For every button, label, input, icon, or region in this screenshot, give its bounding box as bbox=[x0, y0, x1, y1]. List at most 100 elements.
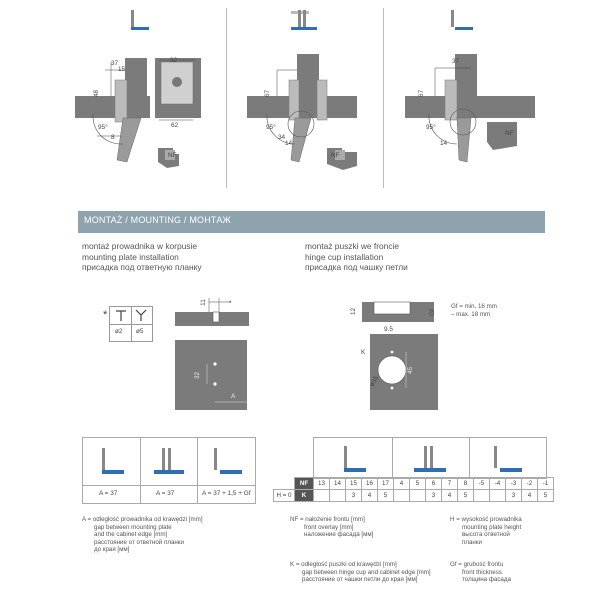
legend-k-line: gap between hinge cup and cabinet edge [… bbox=[302, 568, 431, 576]
gf-note-line1: Gf = min. 16 mm bbox=[451, 303, 497, 310]
plate-side-view bbox=[175, 298, 249, 326]
left-table: A = 37 A = 37 A = 37 + 1,5 + Gf bbox=[82, 437, 256, 504]
k-cell: 3 bbox=[345, 489, 362, 502]
legend-nf-line: наложение фасада [мм] bbox=[304, 531, 374, 539]
legend-a-line: gap between mounting plate bbox=[94, 523, 172, 531]
hinge-diagram-inset bbox=[405, 54, 535, 163]
legend-gf-line: front thickness bbox=[462, 568, 502, 576]
legend-k-line: K = odległość puszki od krawędzi [mm] bbox=[290, 561, 397, 568]
star-note: * bbox=[103, 309, 108, 321]
nf-cell: -3 bbox=[505, 477, 522, 490]
d3-label-deg: 95° bbox=[426, 124, 436, 131]
right-heading-pl: montaż puszki we froncie bbox=[305, 241, 400, 251]
screw-icon-box: ø2 ø5 bbox=[109, 306, 153, 342]
legend-nf-line: front overlay [mm] bbox=[304, 523, 354, 531]
legend-gf-line: толщина фасада bbox=[462, 576, 511, 584]
diameter-2: ø2 bbox=[115, 328, 123, 335]
cup-label-95: 9.5 bbox=[384, 326, 393, 333]
cup-label-k: K bbox=[361, 349, 366, 356]
cup-side-view bbox=[362, 301, 434, 322]
left-table-a1: A = 37 bbox=[99, 490, 118, 497]
k-cell: 5 bbox=[457, 489, 474, 502]
nf-cell: 4 bbox=[393, 477, 410, 490]
section-title: MONTAŻ / MOUNTING / МОНТАЖ bbox=[84, 215, 232, 225]
plate-label-32: 32 bbox=[194, 371, 202, 380]
right-heading: montaż puszki we froncie hinge cup insta… bbox=[305, 241, 408, 273]
k-cell bbox=[489, 489, 506, 502]
legend-a-line: до края [мм] bbox=[94, 546, 130, 554]
k-cell bbox=[409, 489, 426, 502]
nf-cell: -5 bbox=[473, 477, 490, 490]
k-cell: 4 bbox=[361, 489, 378, 502]
d3-label-nf: NF bbox=[505, 130, 514, 137]
d3-label-14: 14 bbox=[440, 140, 448, 147]
nf-cell: 8 bbox=[457, 477, 474, 490]
nf-cell: 16 bbox=[361, 477, 378, 490]
d1-label-32: 32 bbox=[170, 57, 178, 64]
k-cell bbox=[329, 489, 346, 502]
k-cell: 4 bbox=[441, 489, 458, 502]
k-cell bbox=[393, 489, 410, 502]
legend-h-line: высота ответной bbox=[462, 531, 510, 539]
d2-label-67: 67 bbox=[264, 89, 272, 98]
nf-cell: 5 bbox=[409, 477, 426, 490]
d1-label-deg: 95° bbox=[98, 124, 108, 131]
left-table-a2: A = 37 bbox=[156, 490, 175, 497]
legend-gf-line: Gf = grubość frontu bbox=[450, 561, 504, 568]
right-heading-en: hinge cup installation bbox=[305, 251, 384, 262]
left-heading: montaż prowadnika w korpusie mounting pl… bbox=[82, 241, 202, 273]
d1-label-15: 15 bbox=[118, 66, 126, 73]
d2-label-nf: NF bbox=[331, 152, 340, 159]
nf-label: NF bbox=[294, 477, 314, 490]
right-heading-ru: присадка под чашку петли bbox=[305, 262, 408, 273]
legend-h-line: планки bbox=[462, 538, 482, 546]
k-row: H = 0 K 3 4 5 3 4 5 3 4 5 bbox=[273, 489, 554, 502]
config-icon-inset bbox=[214, 448, 242, 474]
nf-cell: -2 bbox=[521, 477, 538, 490]
legend-nf-line: NF = nałożenie frontu [mm] bbox=[290, 516, 365, 523]
k-cell: 5 bbox=[377, 489, 394, 502]
nf-cell: 7 bbox=[441, 477, 458, 490]
d1-label-37: 37 bbox=[111, 60, 119, 67]
nf-icon-inset bbox=[494, 446, 522, 472]
divider-2 bbox=[383, 8, 384, 188]
d3-label-67: 67 bbox=[418, 89, 426, 98]
config-icon-full bbox=[102, 448, 124, 474]
k-label: K bbox=[294, 489, 314, 502]
k-cell bbox=[313, 489, 330, 502]
hinge-type-icon-2 bbox=[291, 10, 317, 30]
left-heading-pl: montaż prowadnika w korpusie bbox=[82, 241, 197, 251]
d2-label-14: 14 bbox=[285, 140, 293, 147]
nf-cell: 14 bbox=[329, 477, 346, 490]
legend-k-line: расстояние от чашки петли до края [мм] bbox=[302, 576, 418, 584]
k-cell: 5 bbox=[537, 489, 554, 502]
screw-icon-1 bbox=[116, 310, 126, 321]
h-label: H = 0 bbox=[273, 489, 295, 502]
left-heading-en: mounting plate installation bbox=[82, 251, 179, 262]
hinge-type-icon-1 bbox=[131, 10, 149, 30]
legend-a-line: A = odległość prowadnika od krawędzi [mm… bbox=[82, 516, 203, 523]
nf-cell: 6 bbox=[425, 477, 442, 490]
section-bar: MONTAŻ / MOUNTING / МОНТАЖ bbox=[78, 211, 545, 233]
nf-icon-full bbox=[344, 446, 366, 472]
left-table-a3: A = 37 + 1,5 + Gf bbox=[202, 490, 251, 497]
nf-row: NF 13 14 15 16 17 4 5 6 7 8 -5 -4 -3 -2 … bbox=[274, 477, 554, 490]
legend-a-line: and the cabinet edge [mm] bbox=[94, 531, 168, 539]
left-heading-ru: присадка под ответную планку bbox=[82, 262, 202, 273]
legend-a-line: расстояние от ответной планки bbox=[94, 538, 184, 546]
gf-note: Gf = min. 16 mm – max. 18 mm bbox=[451, 303, 497, 318]
k-cell: 3 bbox=[425, 489, 442, 502]
nf-table: NF 13 14 15 16 17 4 5 6 7 8 -5 -4 -3 -2 … bbox=[273, 477, 554, 502]
k-cell: 3 bbox=[505, 489, 522, 502]
divider-1 bbox=[226, 8, 227, 188]
legend-nf: NF = nałożenie frontu [mm] front overlay… bbox=[290, 516, 373, 539]
plate-front-view bbox=[175, 340, 247, 410]
hinge-diagram-full-overlay bbox=[75, 58, 201, 168]
k-cell bbox=[473, 489, 490, 502]
legend-k: K = odległość puszki od krawędzi [mm] ga… bbox=[290, 561, 431, 584]
d1-label-nf: NF bbox=[168, 152, 177, 159]
k-cell: 4 bbox=[521, 489, 538, 502]
d2-label-34: 34 bbox=[278, 134, 286, 141]
d2-label-deg: 95° bbox=[266, 124, 276, 131]
legend-a: A = odległość prowadnika od krawędzi [mm… bbox=[82, 516, 203, 554]
